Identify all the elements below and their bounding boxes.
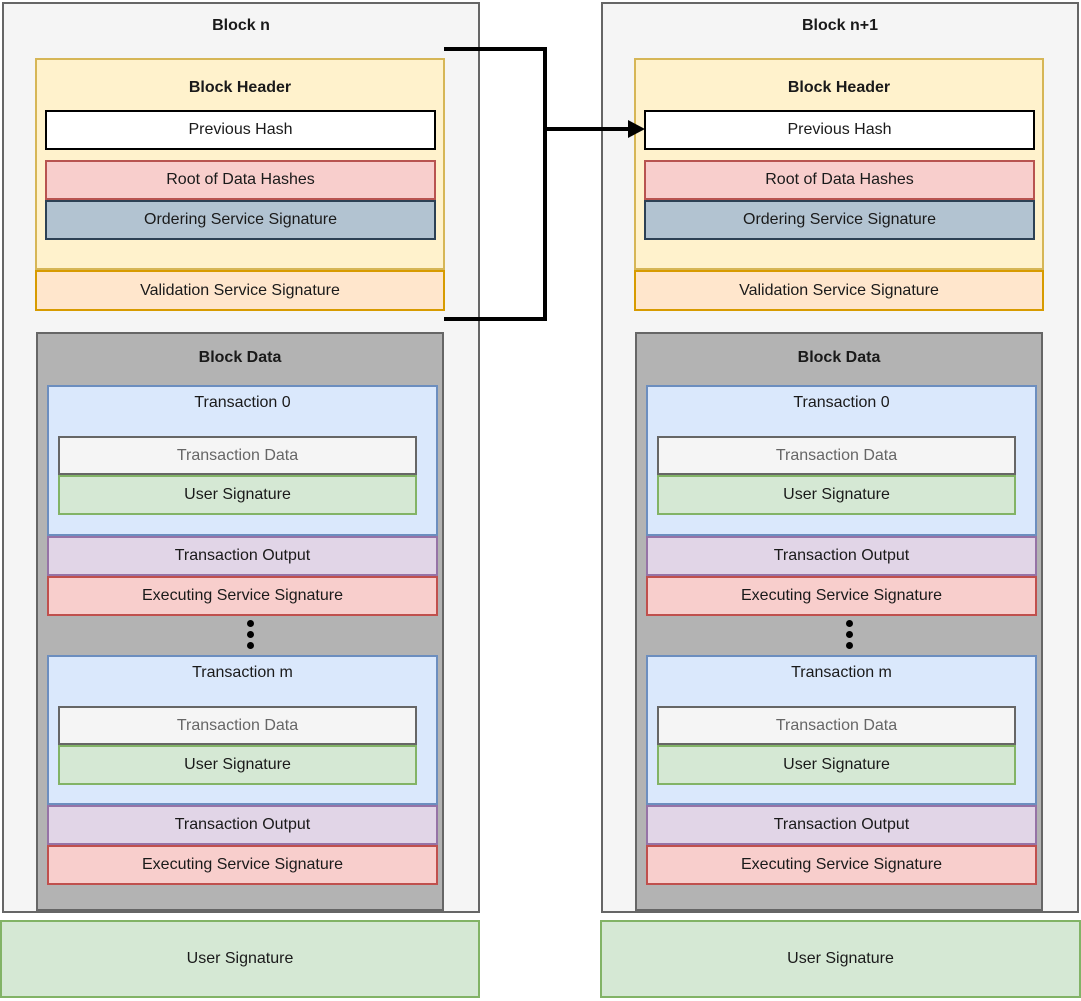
transaction-data-box: Transaction Data xyxy=(58,706,417,745)
transaction-data-box: Transaction Data xyxy=(58,436,417,475)
block-data-title: Block Data xyxy=(797,349,881,366)
transaction-output-box: Transaction Output xyxy=(646,536,1037,576)
transaction-0-label: Transaction 0 xyxy=(793,394,890,411)
block-header-title: Block Header xyxy=(188,79,292,96)
validation-service-signature-box: Validation Service Signature xyxy=(634,270,1044,311)
vertical-ellipsis-icon xyxy=(842,618,856,651)
executing-service-signature-box: Executing Service Signature xyxy=(47,576,438,616)
transaction-data-box: Transaction Data xyxy=(657,436,1016,475)
root-of-data-hashes-box: Root of Data Hashes xyxy=(644,160,1035,200)
transaction-output-box: Transaction Output xyxy=(47,536,438,576)
transaction-output-box: Transaction Output xyxy=(47,805,438,845)
block-header-title: Block Header xyxy=(787,79,891,96)
ordering-service-signature-box: Ordering Service Signature xyxy=(45,200,436,240)
user-signature-box: User Signature xyxy=(657,745,1016,785)
root-of-data-hashes-box: Root of Data Hashes xyxy=(45,160,436,200)
transaction-0-label: Transaction 0 xyxy=(194,394,291,411)
transaction-output-box: Transaction Output xyxy=(646,805,1037,845)
ordering-service-signature-box: Ordering Service Signature xyxy=(644,200,1035,240)
user-signature-box: User Signature xyxy=(58,475,417,515)
block-n1-user-signature-strip: User Signature xyxy=(600,920,1081,998)
executing-service-signature-box: Executing Service Signature xyxy=(47,845,438,885)
block-n-container: Block n Block Header Previous Hash Root … xyxy=(2,2,480,913)
transaction-m-label: Transaction m xyxy=(192,664,293,681)
block-data-title: Block Data xyxy=(198,349,282,366)
validation-service-signature-box: Validation Service Signature xyxy=(35,270,445,311)
vertical-ellipsis-icon xyxy=(243,618,257,651)
block-n1-title: Block n+1 xyxy=(801,17,879,34)
executing-service-signature-box: Executing Service Signature xyxy=(646,576,1037,616)
user-signature-box: User Signature xyxy=(657,475,1016,515)
previous-hash-box: Previous Hash xyxy=(644,110,1035,150)
block-n-user-signature-strip: User Signature xyxy=(0,920,480,998)
transaction-data-box: Transaction Data xyxy=(657,706,1016,745)
previous-hash-box: Previous Hash xyxy=(45,110,436,150)
user-signature-box: User Signature xyxy=(58,745,417,785)
block-n1-container: Block n+1 Block Header Previous Hash Roo… xyxy=(601,2,1079,913)
block-n-title: Block n xyxy=(212,17,270,34)
transaction-m-label: Transaction m xyxy=(791,664,892,681)
executing-service-signature-box: Executing Service Signature xyxy=(646,845,1037,885)
